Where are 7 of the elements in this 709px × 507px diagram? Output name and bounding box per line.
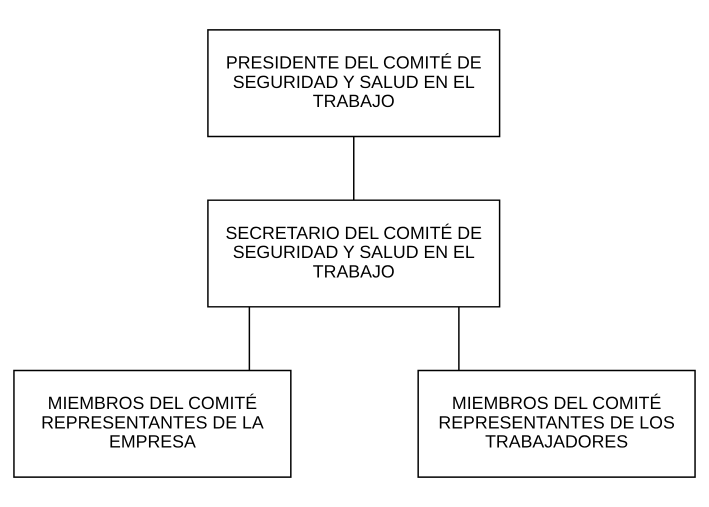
connector <box>248 306 250 370</box>
node-box: MIEMBROS DEL COMITÉ REPRESENTANTES DE LOS TRABAJADORES <box>417 370 696 478</box>
node-box: MIEMBROS DEL COMITÉ REPRESENTANTES DE LA EMPRESA <box>13 370 292 478</box>
connector <box>458 306 460 370</box>
node-box: SECRETARIO DEL COMITÉ DE SEGURIDAD Y SALUD EN EL TRABAJO <box>207 199 500 308</box>
node-box: PRESIDENTE DEL COMITÉ DE SEGURIDAD Y SALUD EN EL TRABAJO <box>207 29 500 138</box>
connector <box>353 136 354 200</box>
